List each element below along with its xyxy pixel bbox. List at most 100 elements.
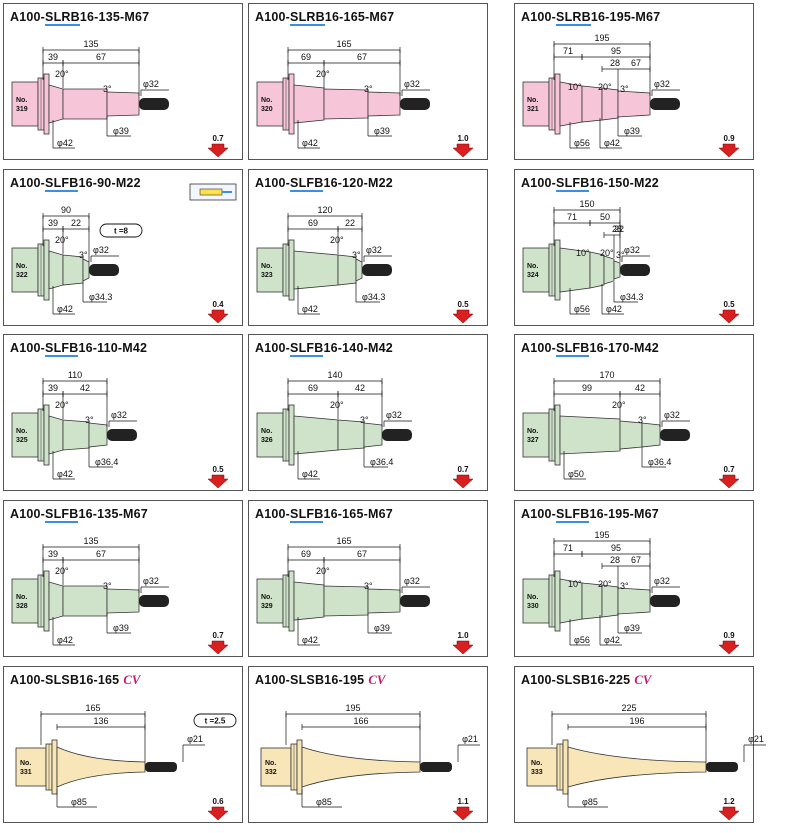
no-label-text: No. <box>531 760 542 767</box>
cone-shank <box>56 746 146 788</box>
dia-tip: φ21 <box>748 734 764 744</box>
weight-value: 0.4 <box>212 300 224 309</box>
angle-taper-3: 3° <box>616 250 625 260</box>
dia-body: φ50 <box>568 469 584 479</box>
thickness-badge <box>193 713 237 728</box>
dia-base: φ85 <box>71 797 87 807</box>
dim-mid: 50 <box>600 212 610 222</box>
angle-taper-1: 20° <box>316 69 330 79</box>
holder-body <box>256 578 284 624</box>
model-prefix: A100- <box>255 176 291 190</box>
holder-flange <box>288 73 295 135</box>
dia-tip: φ32 <box>664 410 680 420</box>
shank-segment <box>82 258 90 282</box>
model-suffix: 16-195-M67 <box>589 507 659 521</box>
no-label-text: No. <box>261 594 272 601</box>
model-series: SLFB <box>45 341 79 357</box>
model-prefix: A100- <box>521 341 557 355</box>
weight-arrow-icon <box>207 143 229 158</box>
shank-segment <box>293 581 325 621</box>
angle-taper-2: 3° <box>103 84 112 94</box>
dia-body: φ42 <box>57 138 73 148</box>
dim-last: 22 <box>614 224 624 234</box>
no-label-text: No. <box>20 760 31 767</box>
dia-neck: φ36.4 <box>95 457 118 467</box>
shank-segment <box>613 260 621 280</box>
cv-badge: CV <box>368 673 386 687</box>
weight-value: 0.7 <box>212 134 224 143</box>
model-prefix: A100- <box>255 10 291 24</box>
model-title: A100-SLFB16-165-M67 <box>255 507 393 523</box>
weight-value: 0.7 <box>723 465 735 474</box>
model-title: A100-SLFB16-120-M22 <box>255 176 393 192</box>
dim-total: 150 <box>579 199 594 209</box>
item-number: 325 <box>16 437 28 444</box>
holder-flange <box>562 739 569 795</box>
shank-segment <box>367 588 401 614</box>
dim-last: 67 <box>96 52 106 62</box>
dia-tip: φ32 <box>654 79 670 89</box>
model-prefix: A100- <box>10 176 46 190</box>
holder-body <box>522 578 550 624</box>
weight-value: 0.7 <box>212 631 224 640</box>
arbor-end <box>660 429 690 441</box>
model-series: SLFB <box>45 507 79 523</box>
arbor-end <box>139 98 169 110</box>
weight-arrow-icon <box>207 309 229 324</box>
shank-segment <box>603 255 615 285</box>
weight-value: 0.5 <box>723 300 735 309</box>
holder-flange <box>288 570 295 632</box>
dia-body: φ42 <box>606 304 622 314</box>
model-title: A100-SLFB16-195-M67 <box>521 507 659 523</box>
shank-segment <box>48 581 64 621</box>
dim-step: 28 <box>610 58 620 68</box>
model-prefix: A100- <box>521 10 557 24</box>
dia-base: φ85 <box>316 797 332 807</box>
shank-segment <box>106 588 140 614</box>
holder-body <box>11 81 39 127</box>
dim-first: 71 <box>563 543 573 553</box>
dim-total: 225 <box>621 703 636 713</box>
model-title: A100-SLRB16-195-M67 <box>521 10 660 26</box>
dia-body: φ42 <box>302 635 318 645</box>
model-title: A100-SLFB16-140-M42 <box>255 341 393 357</box>
weight-arrow-icon <box>207 640 229 655</box>
no-label-text: No. <box>16 428 27 435</box>
angle-taper-1: 20° <box>316 566 330 576</box>
shank-segment <box>619 420 643 450</box>
dim-mid: 95 <box>611 46 621 56</box>
weight-arrow-icon <box>452 640 474 655</box>
dia-neck: φ39 <box>624 623 640 633</box>
no-label-text: No. <box>527 594 538 601</box>
dim-total: 110 <box>68 370 82 380</box>
dim-total: 120 <box>317 205 332 215</box>
item-number: 329 <box>261 603 273 610</box>
shank-segment <box>293 250 339 290</box>
dim-total: 135 <box>83 39 98 49</box>
dim-first: 69 <box>308 383 318 393</box>
shank-segment <box>106 91 140 117</box>
no-label-text: No. <box>16 594 27 601</box>
model-suffix: 16-150-M22 <box>589 176 659 190</box>
holder-flange <box>43 570 50 632</box>
dia-neck: φ36.4 <box>648 457 671 467</box>
angle-taper-2: 20° <box>598 579 612 589</box>
holder-body <box>256 247 284 293</box>
dia-tip: φ21 <box>462 734 478 744</box>
model-title: A100-SLFB16-135-M67 <box>10 507 148 523</box>
holder-flange <box>288 239 295 301</box>
model-prefix: A100- <box>10 507 46 521</box>
dim-last: 42 <box>80 383 90 393</box>
dia-body: φ42 <box>302 304 318 314</box>
dim-first: 69 <box>308 218 318 228</box>
